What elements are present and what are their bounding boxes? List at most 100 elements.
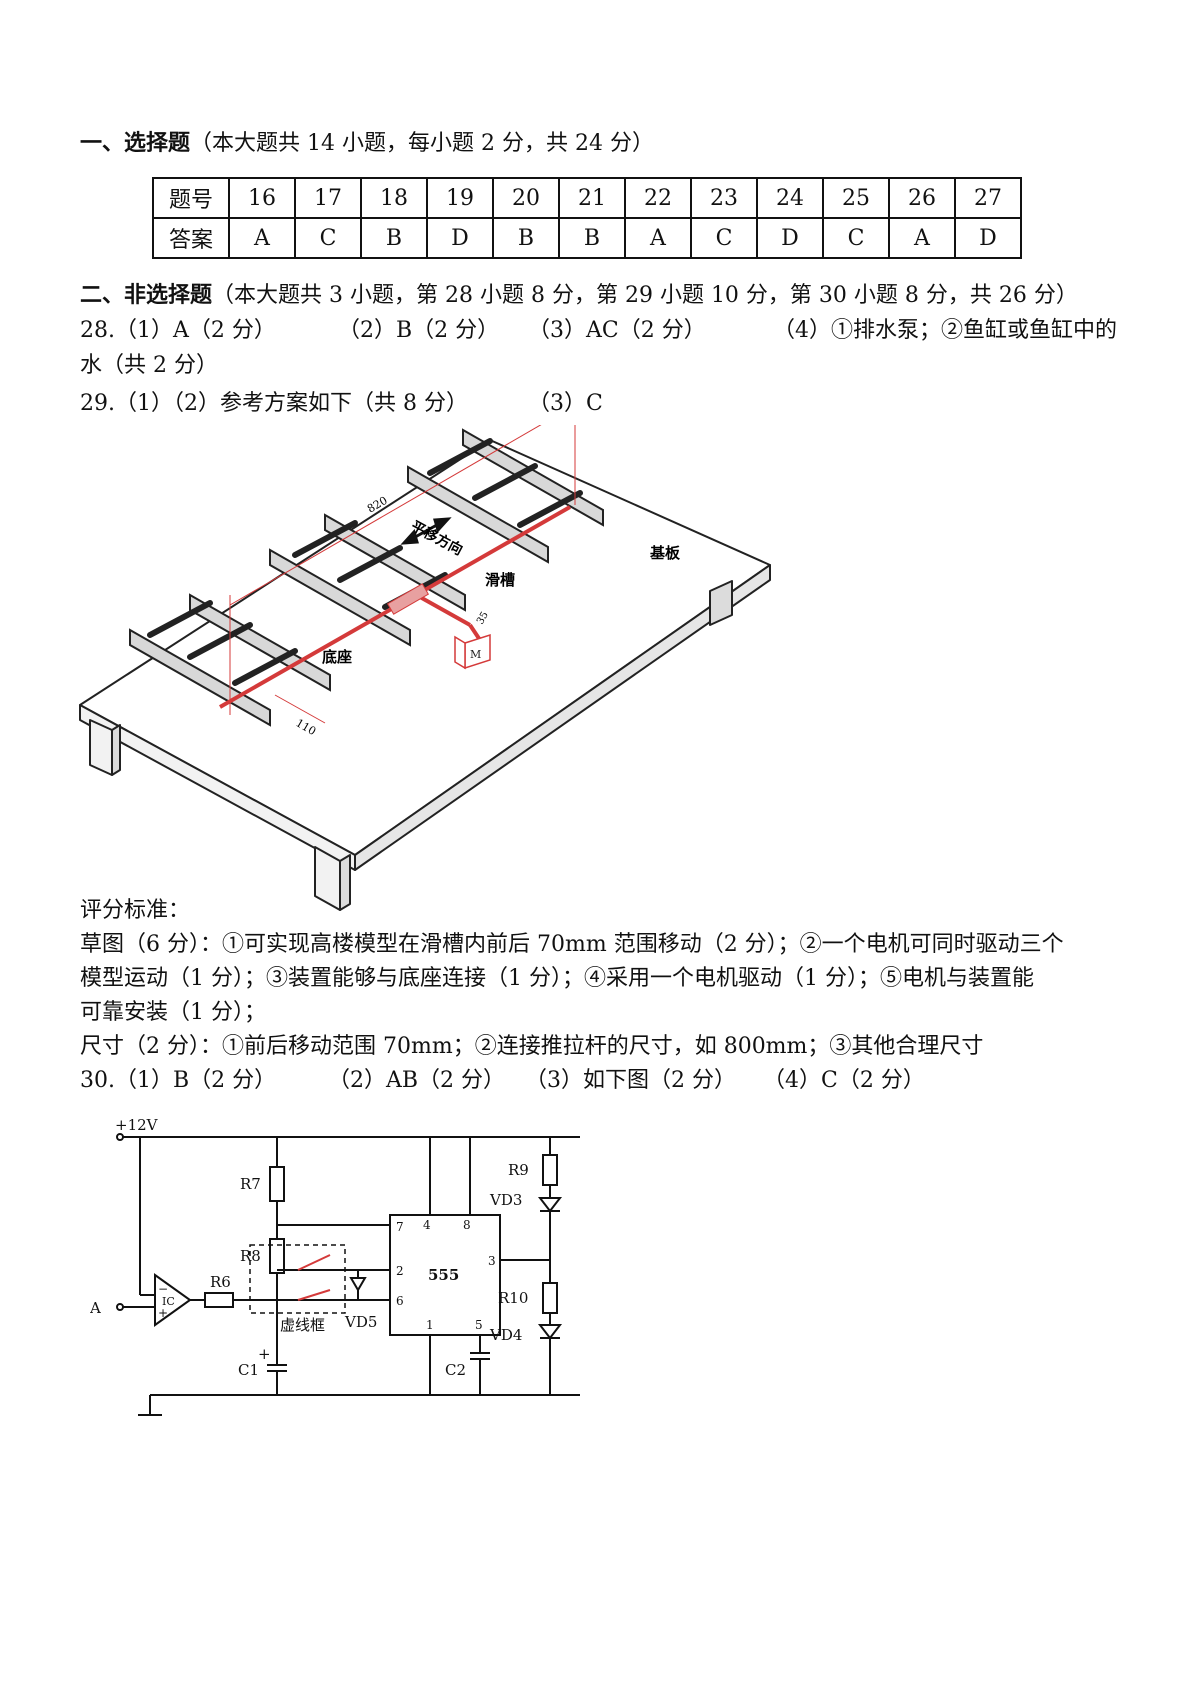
answer-cell: A <box>624 217 692 259</box>
r6-resistor <box>204 1292 234 1308</box>
crank-arm <box>419 595 471 627</box>
mechanism-figure: M 820 110 35 平移方向 基板 滑槽 底座 <box>79 425 771 911</box>
question-number: 26 <box>888 177 956 219</box>
base-label: 底座 <box>322 648 352 666</box>
switch-contact <box>297 1254 331 1271</box>
answer-table-row2-label: 答案 <box>152 217 230 259</box>
q28-answer-4-cont: 水（共 2 分） <box>80 353 218 378</box>
question-number: 27 <box>954 177 1022 219</box>
leg <box>339 854 351 911</box>
r9-resistor <box>542 1154 558 1186</box>
dimension-line-820 <box>229 425 542 606</box>
grading-line-4: 尺寸（2 分）：①前后移动范围 70mm；②连接推拉杆的尺寸，如 800mm；③… <box>80 1034 984 1059</box>
question-number: 19 <box>426 177 494 219</box>
leg <box>111 724 121 776</box>
pin4-label: 4 <box>423 1218 431 1232</box>
dashed-box <box>249 1244 346 1314</box>
question-number: 18 <box>360 177 428 219</box>
vd3-led <box>537 1197 563 1213</box>
question-number: 25 <box>822 177 890 219</box>
arrow-head <box>433 517 452 533</box>
c2-label: C2 <box>445 1361 466 1379</box>
answer-cell: A <box>228 217 296 259</box>
question-number: 16 <box>228 177 296 219</box>
pin7-label: 7 <box>396 1220 404 1234</box>
vd5-diode <box>349 1277 367 1292</box>
answer-cell: D <box>954 217 1022 259</box>
cross-bar <box>147 600 213 638</box>
pin3-label: 3 <box>488 1254 496 1268</box>
answer-table-row1-label: 题号 <box>152 177 230 219</box>
input-terminal <box>116 1303 124 1311</box>
arrow-head <box>400 529 419 545</box>
vd4-label: VD4 <box>489 1326 522 1344</box>
ic-plus: + <box>158 1306 168 1320</box>
answer-table-number-row: 题号 16 17 18 19 20 21 22 23 24 25 26 27 <box>152 177 1022 219</box>
pin6-label: 6 <box>396 1294 404 1308</box>
question-number: 23 <box>690 177 758 219</box>
r10-resistor <box>542 1282 558 1314</box>
motor-label: M <box>470 648 481 661</box>
slot-label: 滑槽 <box>485 571 515 589</box>
ic-minus: − <box>158 1282 168 1296</box>
r10-label: R10 <box>498 1289 528 1307</box>
answer-cell: B <box>558 217 626 259</box>
switch-contact <box>297 1289 331 1301</box>
answer-cell: B <box>492 217 560 259</box>
chip-555 <box>389 1214 501 1336</box>
leg <box>89 719 113 776</box>
dashed-box-label: 虚线框 <box>280 1316 325 1334</box>
q30-answer-2: （2）AB（2 分） <box>328 1068 506 1093</box>
pin5-label: 5 <box>475 1318 483 1332</box>
answer-cell: D <box>756 217 824 259</box>
pin8-label: 8 <box>463 1218 471 1232</box>
vcc-label: +12V <box>115 1116 159 1134</box>
c1-plus: + <box>258 1345 271 1363</box>
question-number: 21 <box>558 177 626 219</box>
r8-label: R8 <box>240 1247 261 1265</box>
pin1-label: 1 <box>426 1318 434 1332</box>
r9-label: R9 <box>508 1161 529 1179</box>
q29-answer-12: 29.（1）（2）参考方案如下（共 8 分） <box>80 391 468 416</box>
input-a-label: A <box>90 1299 101 1317</box>
rail <box>129 628 271 727</box>
grading-line-3: 可靠安装（1 分）； <box>80 1000 266 1025</box>
rail <box>269 548 411 647</box>
cross-bar <box>517 490 583 528</box>
ic-label: IC <box>162 1295 175 1308</box>
grading-line-2: 模型运动（1 分）；③装置能够与底座连接（1 分）；④采用一个电机驱动（1 分）… <box>80 966 1034 991</box>
base-plate-label: 基板 <box>649 544 681 562</box>
r8-resistor <box>269 1238 285 1274</box>
question-number: 20 <box>492 177 560 219</box>
r6-label: R6 <box>210 1273 231 1291</box>
leg <box>709 580 733 626</box>
vd4-led <box>537 1324 563 1340</box>
chip-label: 555 <box>428 1266 459 1284</box>
q29-answer-3: （3）C <box>528 391 603 416</box>
comparator-ic <box>154 1273 192 1327</box>
circuit-diagram: +12V R7 R8 R6 R9 R10 VD3 VD4 VD5 C1 + C2… <box>90 1116 580 1416</box>
q28-answer-3: （3）AC（2 分） <box>528 318 706 343</box>
q30-answer-3: （3）如下图（2 分） <box>525 1068 736 1093</box>
grading-title: 评分标准： <box>80 898 191 923</box>
section2-note: （本大题共 3 小题，第 28 小题 8 分，第 29 小题 10 分，第 30… <box>212 283 1078 308</box>
cross-bar <box>337 545 403 583</box>
answer-cell: C <box>822 217 890 259</box>
r7-label: R7 <box>240 1175 261 1193</box>
r7-resistor <box>269 1166 285 1202</box>
q28-answer-2: （2）B（2 分） <box>338 318 500 343</box>
cross-bar <box>187 622 253 660</box>
vcc-terminal <box>116 1133 124 1141</box>
q30-answer-1: 30.（1）B（2 分） <box>80 1068 277 1093</box>
answer-cell: C <box>294 217 362 259</box>
q28-answer-1: 28.（1）A（2 分） <box>80 318 276 343</box>
question-number: 17 <box>294 177 362 219</box>
motor-box-side <box>454 635 466 670</box>
section1-note: （本大题共 14 小题，每小题 2 分，共 24 分） <box>190 131 654 156</box>
q28-answer-4: （4）①排水泵；②鱼缸或鱼缸中的 <box>773 318 1117 343</box>
base-plate-side <box>354 564 771 871</box>
answer-cell: D <box>426 217 494 259</box>
q30-answer-4: （4）C（2 分） <box>763 1068 925 1093</box>
cross-bar <box>292 520 358 558</box>
answer-cell: B <box>360 217 428 259</box>
